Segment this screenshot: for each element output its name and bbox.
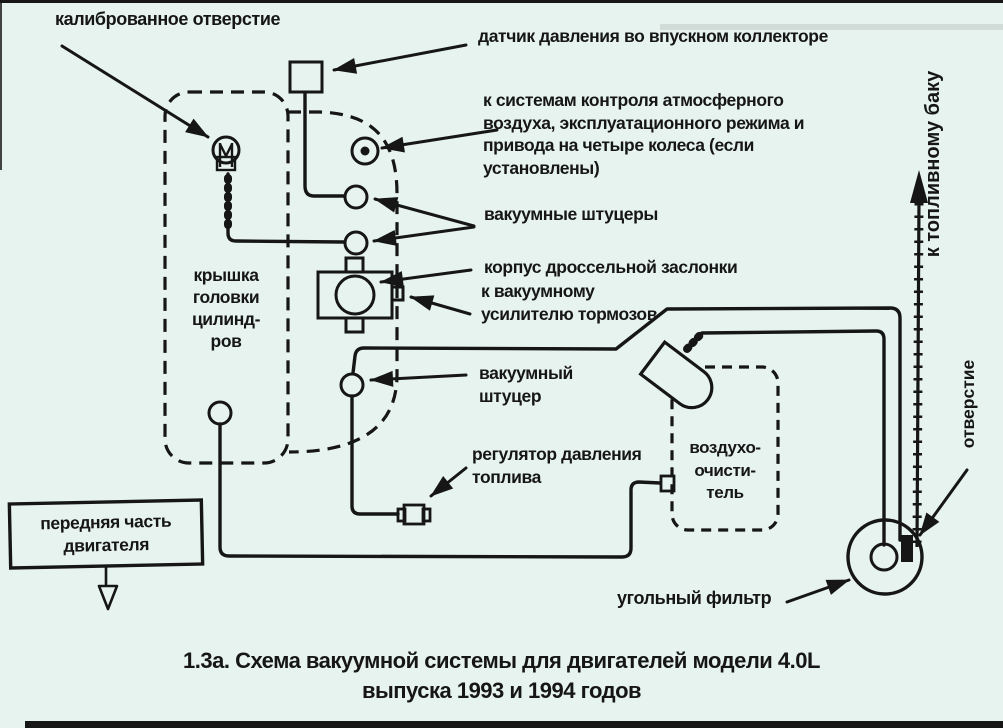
- label-brake-booster: к вакуумному усилителю тормозов: [481, 281, 658, 324]
- arrow-canister-orifice: [918, 468, 969, 537]
- engine-front-arrow: [97, 567, 119, 611]
- hose-sensor-to-fitting1: [303, 91, 346, 198]
- air-cleaner-outline: [670, 365, 780, 532]
- label-charcoal-filter: угольный фильтр: [617, 588, 772, 608]
- arrow-throttle-body: [379, 268, 473, 288]
- fuel-pressure-regulator-shape: [396, 503, 432, 526]
- arrow-brake-booster: [409, 295, 472, 316]
- label-fuel-tank: к топливному баку: [922, 70, 944, 258]
- label-fuel-regulator: регулятор давления топлива: [472, 444, 642, 487]
- figure-caption-line2: выпуска 1993 и 1994 годов: [361, 678, 642, 703]
- label-vacuum-fittings: вакуумные штуцеры: [484, 204, 658, 224]
- hatch-snout-clamp: [683, 330, 705, 353]
- label-throttle-body: корпус дроссельной заслонки: [484, 257, 738, 277]
- air-cleaner-port: [659, 474, 676, 493]
- label-map-sensor: датчик давления во впускном коллекторе: [478, 26, 828, 46]
- arrow-calibrated-orifice: [60, 44, 210, 139]
- map-sensor-shape: [288, 60, 324, 94]
- label-air-cleaner: воздухо- очисти- тель: [689, 438, 761, 502]
- arrow-map-sensor: [332, 43, 468, 74]
- label-calibrated-orifice: калиброванное отверстие: [55, 9, 281, 29]
- vacuum-fitting-1: [343, 184, 369, 210]
- label-control-systems: к системам контроля атмосферного воздуха…: [483, 90, 805, 178]
- arrow-vacuum-fitting: [369, 370, 468, 387]
- label-engine-front: передняя часть двигателя: [40, 510, 172, 556]
- arrow-charcoal-filter: [785, 578, 851, 604]
- intake-manifold-outline: [288, 110, 399, 454]
- cylinder-head-cover-outline: [163, 90, 290, 465]
- calibrated-orifice-fitting: [211, 135, 241, 172]
- engine-front-box-shape: [7, 498, 205, 570]
- figure-caption-line1: 1.3а. Схема вакуумной системы для двигат…: [183, 648, 820, 673]
- label-arrows: [60, 43, 969, 604]
- label-vacuum-fitting: вакуумный штуцер: [479, 363, 573, 406]
- hose-orifice-to-fitting2: [226, 172, 346, 244]
- label-orifice: отверстие: [958, 359, 978, 449]
- fuel-tank-arrow: [910, 170, 928, 548]
- hose-snout-to-canister-inner: [684, 329, 886, 547]
- arrow-vacuum-fitting-lower: [372, 225, 476, 246]
- atmos-control-port: [350, 136, 380, 166]
- hose-cover-to-aircleaner: [218, 422, 662, 559]
- cover-bottom-fitting: [207, 400, 233, 426]
- hose-fitting-to-canister-outer: [351, 306, 902, 542]
- hoses: [218, 91, 902, 559]
- hose-fitting-to-regulator: [350, 394, 400, 516]
- air-intake-snout: [638, 339, 714, 410]
- throttle-body-shape: [316, 256, 405, 334]
- vacuum-fitting-2: [343, 230, 369, 256]
- arrow-vacuum-fitting-upper: [373, 197, 476, 228]
- arrow-fuel-regulator: [429, 466, 468, 498]
- canister-orifice: [901, 535, 913, 562]
- label-head-cover: крышка головки цилинд- ров: [191, 265, 261, 351]
- lower-vacuum-fitting: [339, 372, 365, 398]
- arrow-control-systems: [380, 128, 499, 153]
- charcoal-canister-shape: [846, 518, 924, 596]
